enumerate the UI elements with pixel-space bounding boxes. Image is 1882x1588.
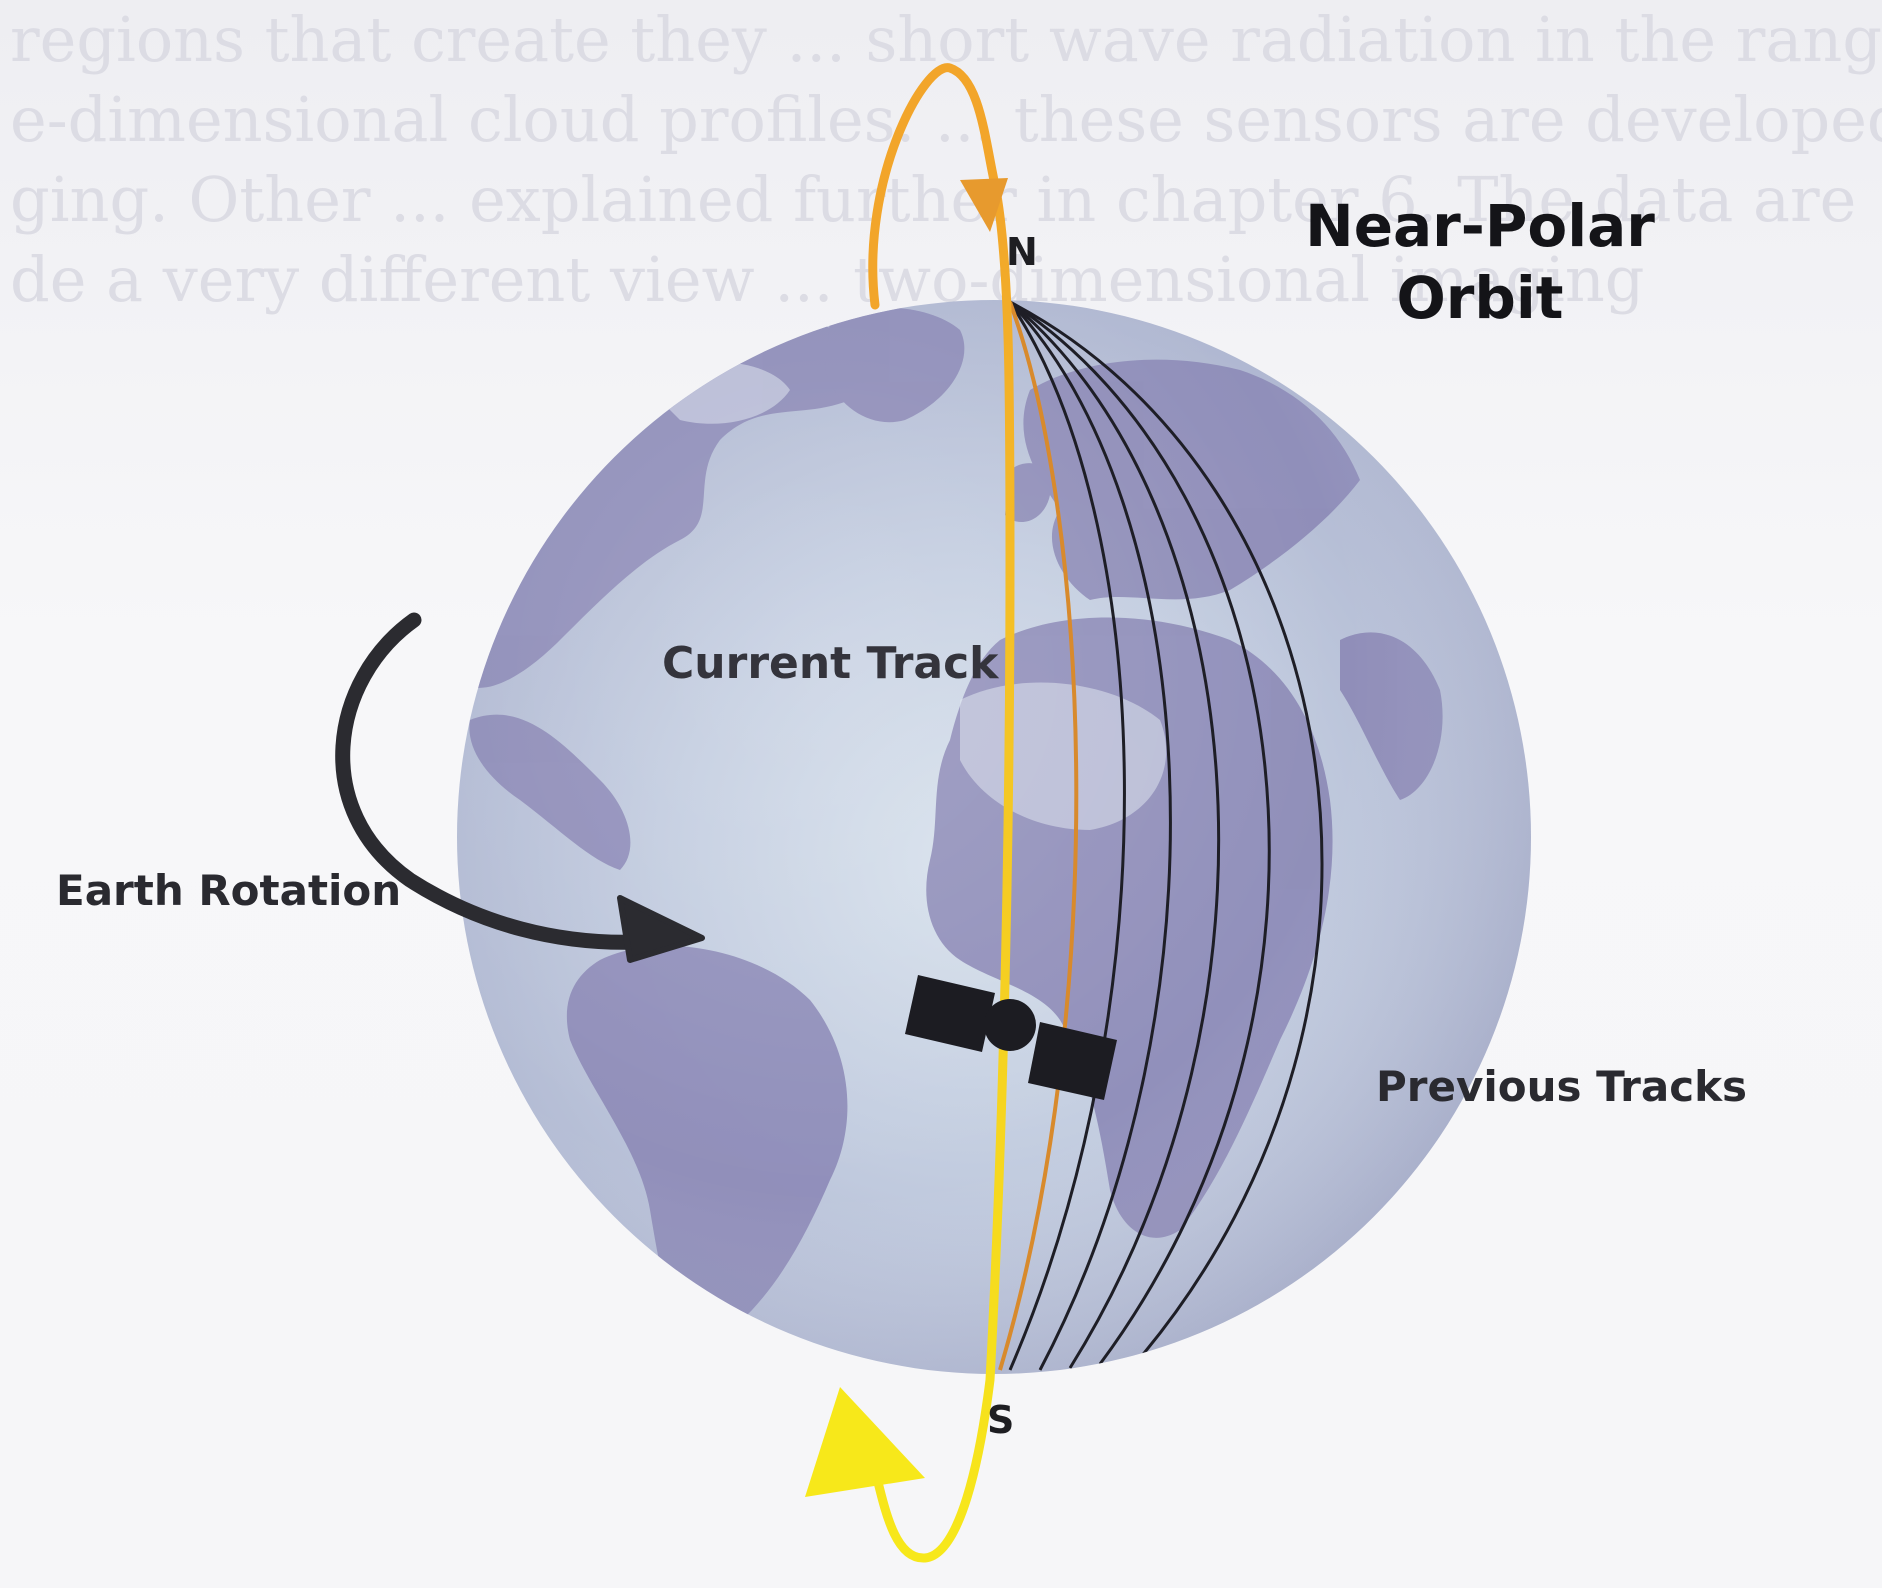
north-pole-label: N <box>1006 230 1038 274</box>
previous-track-line <box>1009 300 1324 1359</box>
title-line-1: Near-Polar <box>1305 192 1655 260</box>
south-pole-label: S <box>987 1398 1015 1442</box>
orbit-direction-arrow-bottom <box>805 1387 925 1497</box>
earth-globe <box>457 300 1531 1374</box>
previous-track-line <box>1008 300 1172 1371</box>
curved-arrow-icon <box>335 612 705 963</box>
previous-tracks <box>1008 300 1324 1371</box>
background-page-text: regions that create they ... short wave … <box>0 0 1882 430</box>
previous-tracks-label: Previous Tracks <box>1376 1062 1748 1111</box>
previous-track-line <box>1009 300 1221 1369</box>
diagram-title: Near-Polar Orbit <box>1260 190 1700 334</box>
satellite-icon <box>905 975 1117 1100</box>
orbit-direction-arrow-top <box>960 178 1008 232</box>
previous-track-line <box>1008 301 1126 1371</box>
earth-rotation-label: Earth Rotation <box>56 866 402 915</box>
background-text-line: e-dimensional cloud profiles. ... these … <box>10 83 1882 156</box>
title-line-2: Orbit <box>1396 264 1564 332</box>
current-track-label: Current Track <box>662 638 999 689</box>
background-text-line: de a very different view ... two-dimensi… <box>10 243 1645 316</box>
orbit-back-top <box>868 63 1000 310</box>
background-text-line: ging. Other ... explained further in cha… <box>10 163 1857 236</box>
previous-track-line <box>1009 300 1271 1365</box>
orbit-front-path <box>870 180 1015 1563</box>
current-track-line <box>998 301 1079 1371</box>
